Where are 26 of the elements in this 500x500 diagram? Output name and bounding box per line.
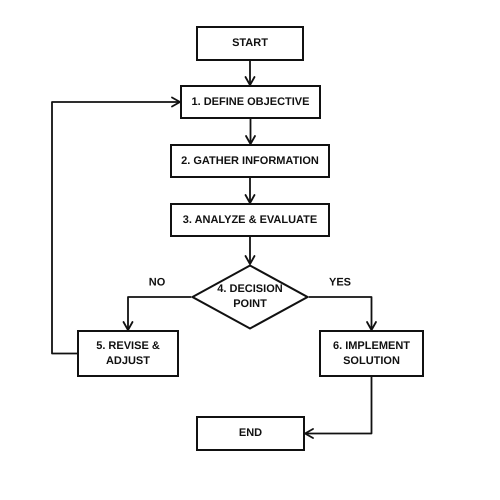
process-box [170, 144, 330, 178]
step-label: 1. DEFINE OBJECTIVE [192, 94, 310, 110]
edge-label: YES [327, 278, 353, 288]
decision-diamond [191, 264, 309, 330]
arrow [244, 61, 256, 86]
terminal-box [196, 416, 305, 451]
step-label: 5. REVISE & ADJUST [95, 338, 161, 368]
arrow [304, 377, 372, 439]
arrow [309, 296, 377, 331]
arrow [244, 178, 256, 204]
step-label: 4. DECISION POINT [216, 282, 284, 312]
step-label: 6. IMPLEMENT SOLUTION [332, 338, 411, 368]
step-label: 2. GATHER INFORMATION [181, 154, 319, 168]
arrow [245, 119, 256, 145]
process-box [170, 203, 330, 237]
process-box [180, 85, 321, 119]
step-label: START [232, 36, 268, 51]
edge-label: NO [146, 278, 168, 288]
arrow [122, 296, 191, 331]
terminal-box [196, 26, 304, 61]
arrow [244, 237, 256, 265]
process-box [77, 330, 179, 377]
step-label: END [238, 426, 262, 441]
arrow [51, 96, 181, 354]
process-box [319, 330, 424, 377]
step-label: 3. ANALYZE & EVALUATE [182, 212, 318, 228]
